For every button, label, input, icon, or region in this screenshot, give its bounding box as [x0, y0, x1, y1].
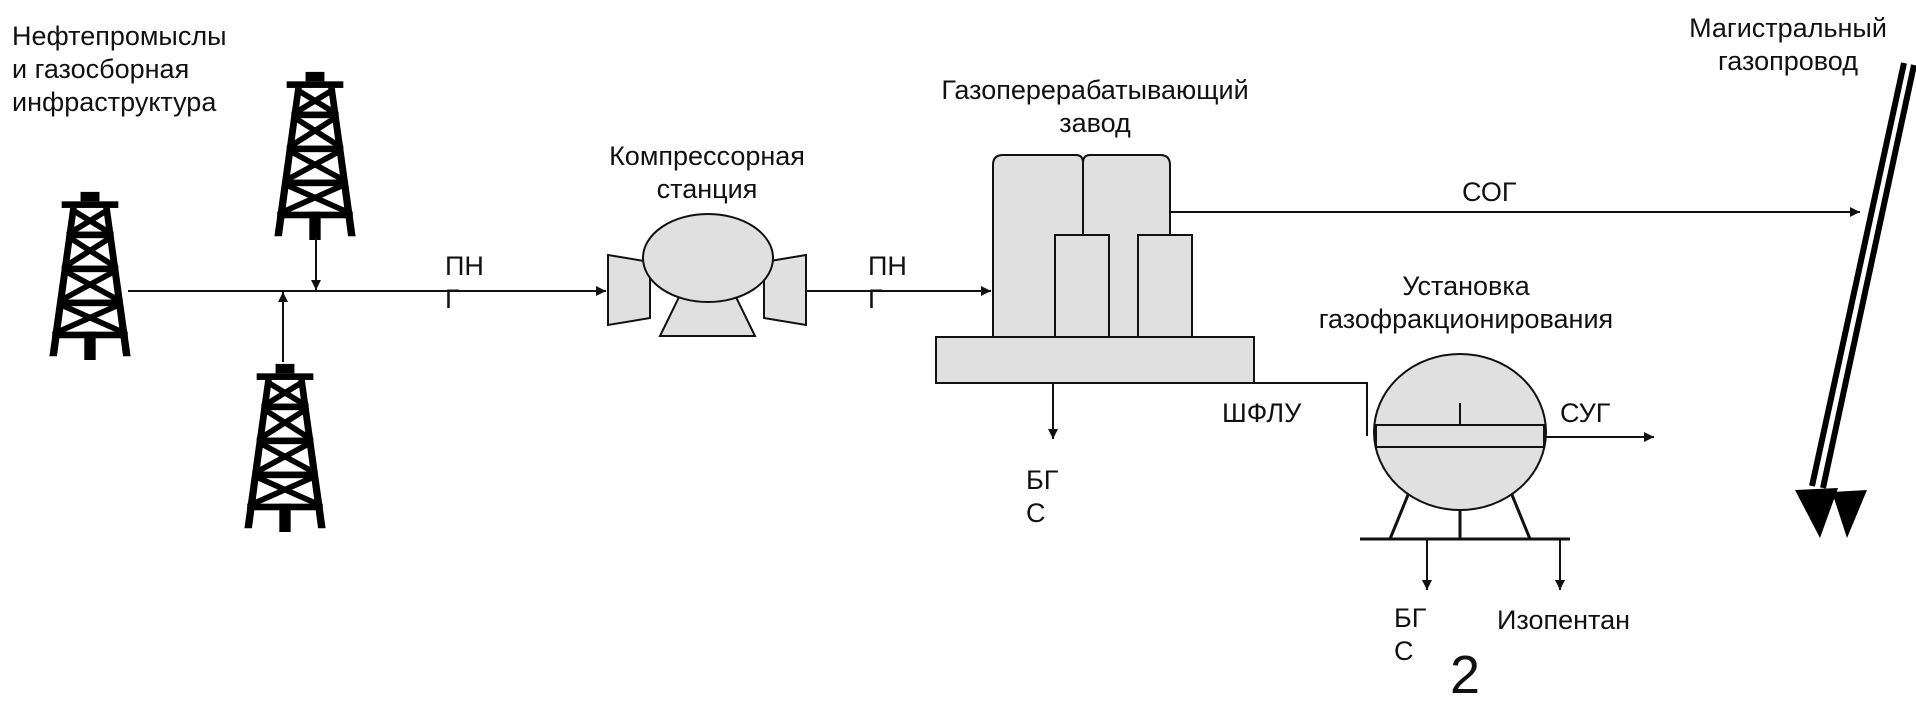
fractionation-unit-icon	[1360, 353, 1570, 541]
oil-rig-icon	[244, 364, 325, 532]
png-label-1: ПН Г	[445, 251, 484, 314]
bgs-label-1: БГ С	[1026, 465, 1059, 528]
oil-rig-icon	[49, 192, 130, 360]
png-label-2: ПН Г	[868, 251, 907, 314]
shflu-label: ШФЛУ	[1222, 398, 1302, 428]
compressor-station-label: Компрессорная станция	[609, 141, 805, 204]
main-pipeline-arrow-icon	[1795, 62, 1916, 538]
sog-label: СОГ	[1462, 177, 1517, 207]
bgs-label-2: БГ С	[1394, 603, 1427, 666]
oilfields-label: Нефтепромыслы и газосборная инфраструкту…	[12, 21, 227, 117]
compressor-icon	[607, 213, 807, 337]
sug-label: СУГ	[1560, 398, 1611, 428]
oil-rig-icon	[274, 72, 355, 240]
gas-plant-icon	[935, 154, 1255, 384]
fractionation-unit-label: Установка газофракционирования	[1318, 271, 1614, 334]
page-number: 2	[1450, 645, 1481, 705]
gathering-pipeline	[128, 237, 606, 362]
main-pipeline-label: Магистральный газопровод	[1689, 13, 1887, 76]
shflu-line	[1254, 382, 1368, 436]
isopentane-label: Изопентан	[1497, 605, 1631, 635]
gas-plant-label: Газоперерабатывающий завод	[941, 75, 1249, 138]
